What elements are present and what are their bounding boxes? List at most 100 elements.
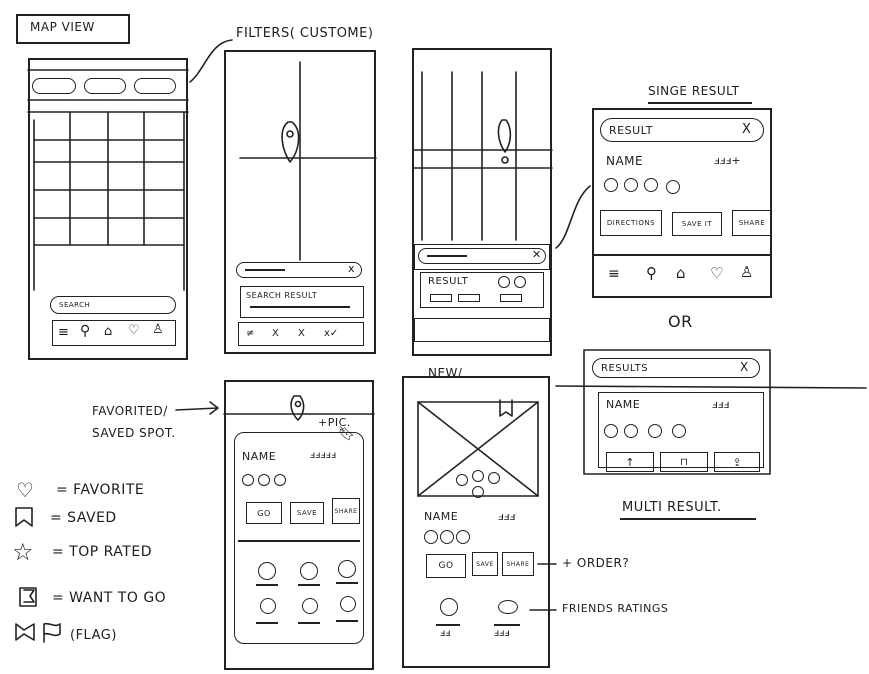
favorited-divider xyxy=(238,540,360,542)
single-result-label: RESULT xyxy=(609,123,653,137)
search-clear-icon[interactable]: x xyxy=(348,262,355,275)
multi-directions-button[interactable]: ↑ xyxy=(606,452,654,472)
favorited-bookmark-icon[interactable]: 🔖︎ xyxy=(338,426,356,442)
directions-button[interactable]: DIRECTIONS xyxy=(600,210,662,236)
unfavorited-save-button[interactable]: SAVE xyxy=(472,552,498,576)
filter-chip-1[interactable] xyxy=(32,78,76,94)
favorited-feature-icon xyxy=(258,474,270,486)
friend-avatar xyxy=(300,562,318,580)
unfavorited-name: NAME xyxy=(424,510,459,523)
favorited-feature-icon xyxy=(242,474,254,486)
multi-close-icon[interactable]: X xyxy=(740,360,749,374)
friend-avatar xyxy=(302,598,318,614)
order-note: + ORDER? xyxy=(562,556,630,570)
multi-result-title: MULTI RESULT. xyxy=(622,500,722,515)
filter-tag-2[interactable]: X xyxy=(272,328,279,339)
multi-feature-icon xyxy=(604,424,618,438)
legend-flag: (FLAG) xyxy=(70,628,117,643)
filter-tag-3[interactable]: X xyxy=(298,328,305,339)
legend-favorite: = FAVORITE xyxy=(56,482,145,498)
save-it-button[interactable]: SAVE IT xyxy=(672,212,722,236)
carousel-dot xyxy=(472,486,484,498)
single-heart-icon[interactable]: ♡ xyxy=(710,264,724,282)
favorited-feature-icon xyxy=(274,474,286,486)
multi-share-button[interactable]: ⇪ xyxy=(714,452,760,472)
result-card-label: RESULT xyxy=(428,276,469,287)
single-menu-icon[interactable]: ≡ xyxy=(608,266,620,282)
single-profile-icon[interactable]: ♙ xyxy=(740,263,754,281)
result-rating-icon xyxy=(514,276,526,288)
result-mini-button[interactable] xyxy=(430,294,452,302)
legend-top-rated: = TOP RATED xyxy=(52,544,152,560)
multi-save-button[interactable]: ⊓ xyxy=(660,452,708,472)
favorited-rating: ⅎⅎⅎⅎⅎ xyxy=(310,450,337,461)
single-result-name: NAME xyxy=(606,154,644,168)
single-result-panel xyxy=(592,108,772,298)
filter-chip-2[interactable] xyxy=(84,78,126,94)
search-result-card xyxy=(240,286,364,318)
multi-feature-icon xyxy=(672,424,686,438)
filters-title: FILTERS( CUSTOME) xyxy=(236,26,374,41)
home-icon[interactable]: ⌂ xyxy=(104,324,113,339)
friend-line xyxy=(256,622,278,624)
single-home-icon[interactable]: ⌂ xyxy=(676,264,686,282)
friend-avatar xyxy=(258,562,276,580)
multi-result-name: NAME xyxy=(606,398,641,411)
single-result-title: SINGE RESULT xyxy=(648,84,740,98)
unfavorited-feature-icon xyxy=(424,530,438,544)
single-pin-icon[interactable]: ⚲ xyxy=(646,264,657,282)
pin-icon[interactable]: ⚲ xyxy=(80,323,91,339)
friend-rating-line xyxy=(494,624,520,626)
single-feature-icon xyxy=(666,180,680,194)
multi-feature-icon xyxy=(648,424,662,438)
single-result-close-icon[interactable]: X xyxy=(742,122,751,137)
favorited-screen xyxy=(224,380,374,670)
filter-tag-4[interactable]: x✓ xyxy=(324,328,339,339)
favorited-annotation-line1: FAVORITED/ xyxy=(92,404,168,418)
result-mini-button[interactable] xyxy=(458,294,480,302)
result-mini-button[interactable] xyxy=(500,294,522,302)
share-button[interactable]: SHARE xyxy=(732,210,772,236)
carousel-dot xyxy=(456,474,468,486)
heart-icon[interactable]: ♡ xyxy=(128,323,140,338)
favorited-save-button[interactable]: SAVE xyxy=(290,502,324,524)
menu-icon[interactable]: ≡ xyxy=(58,325,69,340)
friends-ratings-note: FRIENDS RATINGS xyxy=(562,602,669,615)
search-result-label: SEARCH RESULT xyxy=(246,291,318,300)
unfavorited-go-button[interactable]: GO xyxy=(426,554,466,578)
heart-icon: ♡ xyxy=(16,478,34,502)
multi-results-label: RESULTS xyxy=(601,362,649,374)
map-result-screen xyxy=(412,48,552,356)
friend-rating-line xyxy=(436,624,460,626)
unfavorited-feature-icon xyxy=(456,530,470,544)
flag-box-icon xyxy=(19,587,37,607)
friend-rating-1: ⅎⅎ xyxy=(440,628,451,639)
search-input[interactable]: SEARCH xyxy=(50,296,176,314)
multi-feature-icon xyxy=(624,424,638,438)
unfavorited-feature-icon xyxy=(440,530,454,544)
multi-results-search[interactable]: RESULTS xyxy=(592,358,760,378)
multi-result-underline xyxy=(620,518,756,520)
multi-result-card xyxy=(598,392,764,468)
filter-chip-3[interactable] xyxy=(134,78,176,94)
bottom-nav xyxy=(52,320,176,346)
friend-line xyxy=(298,622,320,624)
result-search-box xyxy=(414,244,550,270)
result-search-field[interactable] xyxy=(418,248,546,264)
favorited-go-button[interactable]: GO xyxy=(246,502,282,524)
favorited-card xyxy=(234,432,364,644)
filter-tag-row xyxy=(238,322,364,346)
profile-icon[interactable]: ♙ xyxy=(152,322,164,337)
search-field[interactable] xyxy=(236,262,362,278)
favorited-share-button[interactable]: SHARE xyxy=(332,498,360,524)
legend-saved: = SAVED xyxy=(50,510,117,526)
filter-tag-1[interactable]: ≠ xyxy=(246,328,255,339)
carousel-dot xyxy=(488,472,500,484)
map-view-title: MAP VIEW xyxy=(30,20,95,34)
result-close-icon[interactable]: ✕ xyxy=(532,248,542,261)
single-result-search[interactable]: RESULT xyxy=(600,118,764,142)
friend-line xyxy=(336,582,358,584)
unfavorited-share-button[interactable]: SHARE xyxy=(502,552,534,576)
friend-rating-2: ⅎⅎⅎ xyxy=(494,628,510,639)
search-input-label: SEARCH xyxy=(59,301,91,309)
